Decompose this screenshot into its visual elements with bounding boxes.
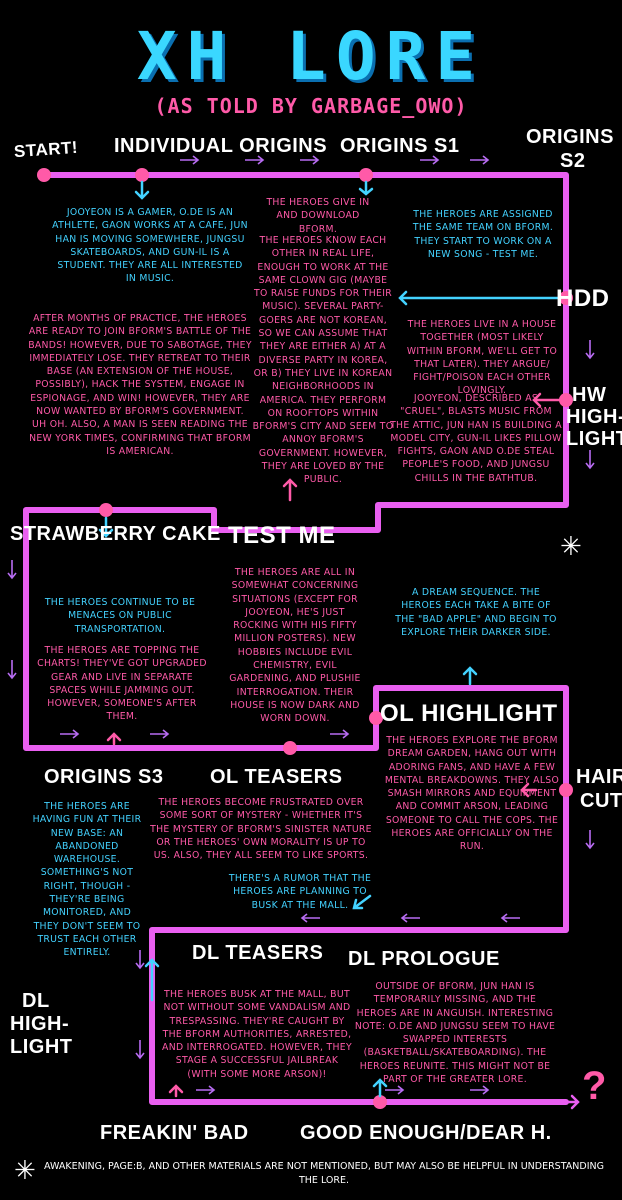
label-individual-origins: INDIVIDUAL ORIGINS <box>114 135 328 157</box>
label-haircut-line1: HAIR <box>576 766 622 788</box>
text-dream-garden: The heroes explore the bForm dream garde… <box>384 735 560 853</box>
label-test-me: TEST ME <box>228 522 336 549</box>
text-origins-s1-summary: After months of practice, the heroes are… <box>28 313 252 457</box>
question-mark: ? <box>582 1064 607 1108</box>
label-dl-highlight-line1: DL <box>22 990 50 1012</box>
label-origins-s2-line1: ORIGINS <box>526 126 614 148</box>
text-download-bform: The heroes give in and download bForm. <box>266 197 370 235</box>
label-dl-prologue: DL PROLOGUE <box>348 948 500 970</box>
asterisk-icon: ✳ <box>560 532 582 562</box>
label-freakin-bad: FREAKIN' BAD <box>100 1122 249 1144</box>
text-busk-rumor: There's a rumor that the heroes are plan… <box>228 873 372 911</box>
asterisk-icon: ✳ <box>14 1156 36 1186</box>
text-topping-charts: The heroes are topping the charts! They'… <box>37 645 207 723</box>
text-concerning-situations: The heroes are all in somewhat concernin… <box>229 567 361 725</box>
text-same-team: The heroes are assigned the same team on… <box>412 209 554 260</box>
text-house-together: The heroes live in a house together (mos… <box>406 319 558 397</box>
label-hw-line2: HIGH- <box>566 406 622 428</box>
text-new-base: The heroes are having fun at their new b… <box>32 801 142 959</box>
page-subtitle: (AS TOLD BY GARBAGE_OWO) <box>154 94 468 118</box>
label-origins-s1: ORIGINS S1 <box>340 135 460 157</box>
footer-note: Awakening, Page:b, and other materials a… <box>44 1161 604 1186</box>
label-ol-teasers: OL TEASERS <box>210 766 343 788</box>
text-outside-bform: Outside of bForm, Jun Han is temporarily… <box>354 981 556 1086</box>
text-individual-origins: Jooyeon is a gamer, O.de is an athlete, … <box>52 207 248 285</box>
text-dream-sequence: A dream sequence. The heroes each take a… <box>395 587 557 638</box>
label-hw-line3: LIGHT <box>566 428 622 450</box>
text-public-transport: The heroes continue to be menaces on pub… <box>44 597 196 635</box>
text-mystery: The heroes become frustrated over some s… <box>150 797 372 862</box>
label-strawberry-cake: STRAWBERRY CAKE <box>10 523 221 545</box>
label-hdd: HDD <box>556 285 610 312</box>
label-hw-line1: HW <box>572 384 607 406</box>
text-house-details: Jooyeon, described as "cruel", blasts mu… <box>390 393 562 484</box>
text-heroes-real-life: The heroes know each other in real life,… <box>252 235 394 486</box>
label-good-enough: GOOD ENOUGH/DEAR H. <box>300 1122 552 1144</box>
label-dl-teasers: DL TEASERS <box>192 942 324 964</box>
label-haircut-line2: CUT <box>580 790 622 812</box>
label-ol-highlight: OL HIGHLIGHT <box>380 700 558 727</box>
page-title: XH LORE <box>136 18 486 95</box>
label-origins-s2-line2: S2 <box>560 150 586 172</box>
label-dl-highlight-line3: LIGHT <box>10 1036 73 1058</box>
label-origins-s3: ORIGINS S3 <box>44 766 164 788</box>
text-busk-mall: The heroes busk at the mall, but not wit… <box>162 989 352 1080</box>
label-dl-highlight-line2: HIGH- <box>10 1013 70 1035</box>
